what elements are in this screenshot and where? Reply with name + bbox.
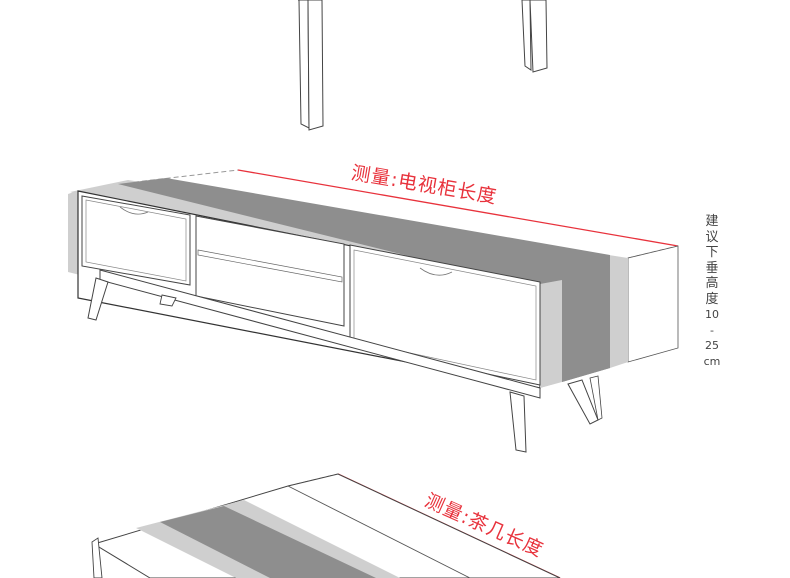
suggested-drop-height-note: 建 议 下 垂 高 度 10 - 25 cm — [702, 214, 722, 369]
note-char: 度 — [705, 291, 719, 307]
note-char: 垂 — [705, 260, 719, 276]
tv-cabinet — [68, 169, 679, 453]
coffee-table — [91, 473, 561, 578]
upper-table-legs — [298, 0, 548, 131]
note-char: - — [710, 323, 714, 337]
note-char: 议 — [705, 229, 719, 245]
note-char: 下 — [705, 245, 719, 260]
note-char: 建 — [705, 214, 719, 229]
note-char: 高 — [705, 276, 719, 291]
note-char: cm — [703, 354, 721, 368]
note-char: 25 — [705, 339, 719, 352]
note-char: 10 — [705, 308, 719, 321]
